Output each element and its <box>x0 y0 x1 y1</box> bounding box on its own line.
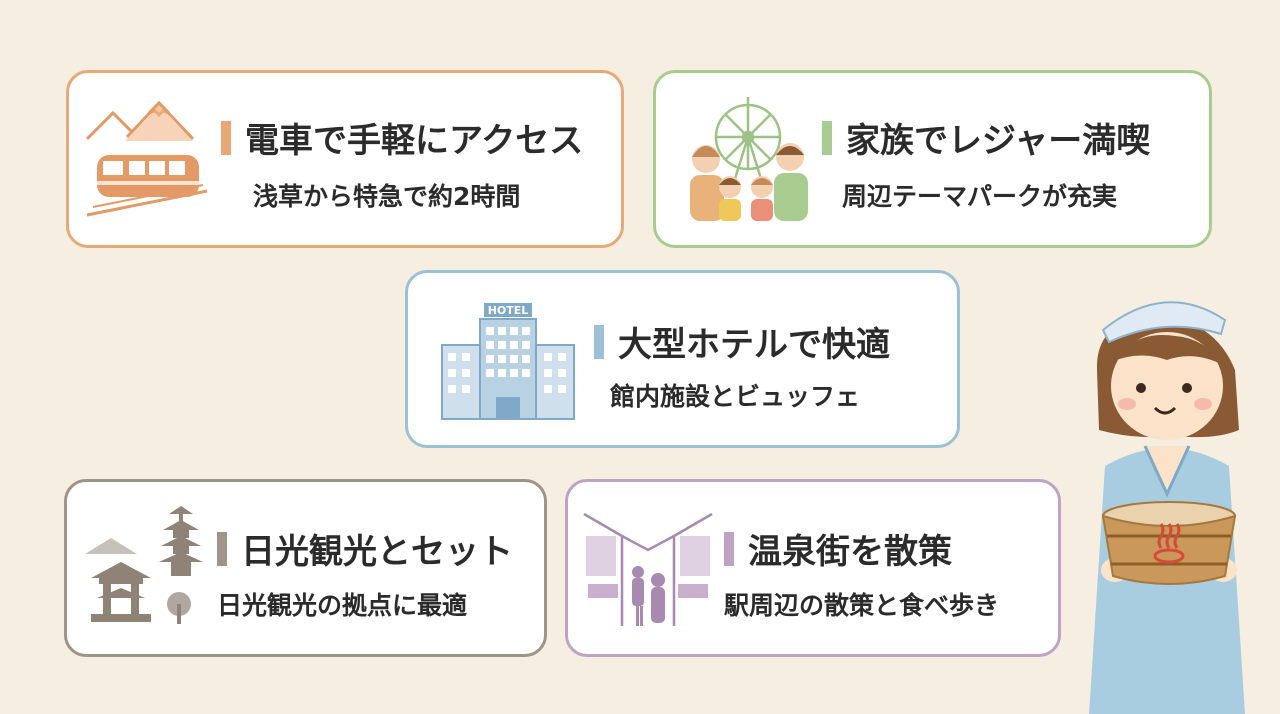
accent-bar <box>724 531 734 566</box>
accent-bar <box>822 120 832 155</box>
card-onsen-stroll: 温泉街を散策 駅周辺の散策と食べ歩き <box>565 479 1061 657</box>
card-subtitle: 浅草から特急で約2時間 <box>253 182 521 211</box>
onsen-street-icon <box>583 512 713 626</box>
card-subtitle: 周辺テーマパークが充実 <box>842 182 1118 211</box>
card-title-row: 温泉街を散策 <box>724 524 952 573</box>
yukata-woman-icon <box>1089 301 1245 714</box>
card-hotel-comfort: HOTEL 大型ホテルで快適 館内施設とビュッフェ <box>405 270 960 448</box>
card-subtitle: 日光観光の拠点に最適 <box>217 591 468 620</box>
temple-pagoda-icon <box>85 506 203 624</box>
card-title-row: 家族でレジャー満喫 <box>822 113 1150 162</box>
accent-bar <box>217 531 227 566</box>
card-title-row: 大型ホテルで快適 <box>594 317 890 366</box>
train-mountain-icon <box>85 100 208 217</box>
card-title: 温泉街を散策 <box>748 532 952 572</box>
card-subtitle: 館内施設とビュッフェ <box>610 382 861 411</box>
card-train-access: 電車で手軽にアクセス 浅草から特急で約2時間 <box>66 70 624 248</box>
hotel-sign: HOTEL <box>488 304 529 317</box>
card-family-leisure: 家族でレジャー満喫 周辺テーマパークが充実 <box>653 70 1212 248</box>
hotel-building-icon: HOTEL <box>441 303 575 420</box>
card-title-row: 電車で手軽にアクセス <box>221 113 583 162</box>
accent-bar <box>594 324 604 359</box>
card-title: 家族でレジャー満喫 <box>846 121 1151 161</box>
card-title: 大型ホテルで快適 <box>618 325 890 365</box>
card-subtitle: 駅周辺の散策と食べ歩き <box>724 591 1000 620</box>
card-title: 電車で手軽にアクセス <box>245 121 584 161</box>
card-title: 日光観光とセット <box>241 532 513 572</box>
card-title-row: 日光観光とセット <box>217 524 513 573</box>
card-nikko-sightseeing: 日光観光とセット 日光観光の拠点に最適 <box>64 479 547 657</box>
accent-bar <box>221 120 231 155</box>
family-ferris-wheel-icon <box>690 97 808 221</box>
